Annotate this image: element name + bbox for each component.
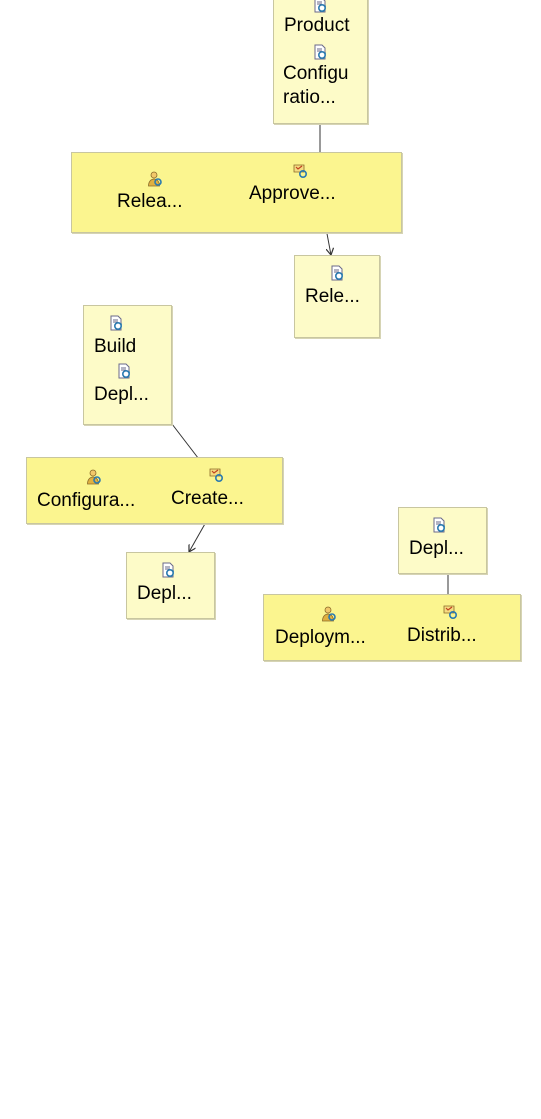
artifact-label-deployment-b: Depl...: [409, 538, 464, 559]
task-icon: [209, 468, 224, 483]
role-label-release: Relea...: [117, 191, 183, 212]
task-label-create: Create...: [171, 488, 244, 509]
role-label-deployment: Deploym...: [275, 627, 366, 648]
role-icon: [87, 469, 101, 485]
artifact-box-deployment-a[interactable]: Depl...: [126, 552, 215, 619]
work-product-icon: [433, 517, 446, 533]
artifact-box-release[interactable]: Rele...: [294, 255, 380, 338]
task-label-distribute: Distrib...: [407, 625, 477, 646]
work-product-icon: [162, 562, 175, 578]
task-group-release-approve[interactable]: Relea... Approve...: [71, 152, 402, 233]
artifact-box-deployment-b[interactable]: Depl...: [398, 507, 487, 574]
task-group-deployment-distribute[interactable]: Deploym... Distrib...: [263, 594, 521, 661]
artifact-label-deployment: Depl...: [94, 384, 149, 405]
artifact-box-product-configuration[interactable]: Product Configu ratio...: [273, 0, 368, 124]
artifact-label-configuration-line2: ratio...: [283, 87, 336, 108]
role-icon: [322, 606, 336, 622]
artifact-label-build: Build: [94, 336, 137, 357]
artifact-box-build-deployment[interactable]: Build Depl...: [83, 305, 172, 425]
work-product-icon: [118, 363, 131, 379]
work-product-icon: [331, 265, 344, 281]
task-label-approve: Approve...: [249, 183, 336, 204]
role-label-configuration: Configura...: [37, 490, 136, 511]
task-icon: [293, 164, 308, 179]
work-product-icon: [110, 315, 123, 331]
artifact-label-product: Product: [284, 15, 350, 36]
role-icon: [148, 171, 162, 187]
artifact-label-configuration-line1: Configu: [283, 63, 349, 84]
artifact-label-release: Rele...: [305, 286, 360, 307]
work-product-icon: [314, 0, 327, 13]
work-product-icon: [314, 44, 327, 60]
task-group-configuration-create[interactable]: Configura... Create...: [26, 457, 283, 524]
artifact-label-deployment-a: Depl...: [137, 583, 192, 604]
task-icon: [443, 605, 458, 620]
